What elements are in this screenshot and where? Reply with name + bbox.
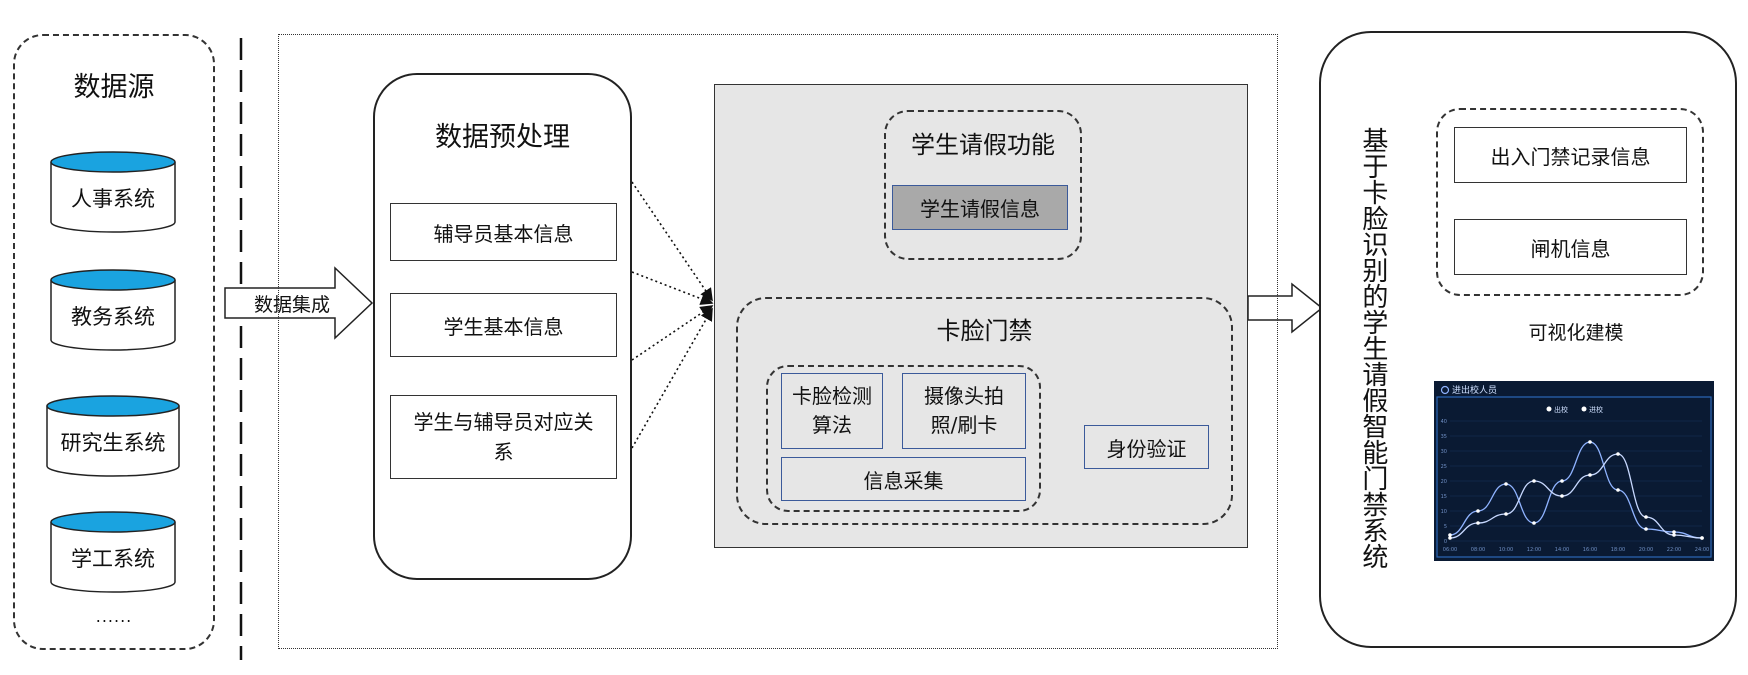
database-icon bbox=[46, 395, 180, 477]
chart-background bbox=[1434, 381, 1714, 561]
series-point bbox=[1504, 512, 1508, 516]
series-point bbox=[1448, 536, 1452, 540]
series-point bbox=[1532, 479, 1536, 483]
legend-dot-in-icon bbox=[1581, 406, 1587, 412]
x-tick-label: 12:00 bbox=[1527, 547, 1541, 553]
access-record-box: 出入门禁记录信息 bbox=[1454, 127, 1687, 183]
database-label: 教务系统 bbox=[71, 305, 155, 329]
series-point bbox=[1672, 530, 1676, 534]
dotted-arrow-1 bbox=[631, 181, 713, 302]
chart-ticks: 0 5 10 15 20 25 30 35 40 06:00 08:00 10:00 12:00 14:0… bbox=[1441, 419, 1710, 553]
legend-in: 进校 bbox=[1589, 405, 1603, 414]
y-tick-label: 30 bbox=[1441, 449, 1447, 455]
x-tick-label: 22:00 bbox=[1667, 547, 1681, 553]
series-point bbox=[1616, 452, 1620, 456]
leave-info-box: 学生请假信息 bbox=[892, 185, 1068, 230]
y-tick-label: 10 bbox=[1441, 509, 1447, 515]
y-tick-label: 40 bbox=[1441, 419, 1447, 425]
dotted-arrow-3 bbox=[631, 305, 714, 361]
function-panel bbox=[714, 84, 1248, 548]
capture-group bbox=[766, 365, 1041, 512]
system-title: 基于卡脸识别的学生请假智能门禁系统 bbox=[1357, 127, 1388, 569]
series-point bbox=[1700, 536, 1704, 540]
integration-label: 数据集成 bbox=[253, 293, 330, 316]
x-tick-label: 20:00 bbox=[1639, 547, 1653, 553]
chart-series bbox=[1448, 440, 1704, 540]
access-control-panel bbox=[736, 297, 1233, 525]
database-label: 研究生系统 bbox=[60, 431, 166, 455]
series-point bbox=[1448, 533, 1452, 537]
x-tick-label: 24:00 bbox=[1695, 547, 1709, 553]
y-tick-label: 0 bbox=[1444, 539, 1447, 545]
visual-modeling-label: 可视化建模 bbox=[1528, 321, 1624, 344]
series-point bbox=[1644, 515, 1648, 519]
database-label: 人事系统 bbox=[71, 187, 155, 211]
y-tick-label: 25 bbox=[1441, 464, 1447, 470]
student-info-box: 学生基本信息 bbox=[390, 293, 617, 357]
chart-title-dot-icon bbox=[1440, 385, 1450, 395]
database-label: 学工系统 bbox=[71, 547, 155, 571]
processing-frame bbox=[278, 34, 1278, 649]
records-panel bbox=[1436, 108, 1704, 296]
data-sources-panel bbox=[13, 34, 215, 650]
identity-verification-box: 身份验证 bbox=[1084, 425, 1209, 469]
series-point bbox=[1476, 521, 1480, 525]
series-point bbox=[1476, 509, 1480, 513]
legend-out: 出校 bbox=[1554, 405, 1568, 414]
series-line-0 bbox=[1449, 441, 1703, 539]
info-collection-box: 信息采集 bbox=[781, 457, 1026, 501]
chart-title: 进出校人员 bbox=[1452, 384, 1497, 396]
y-tick-label: 35 bbox=[1441, 434, 1447, 440]
data-sources-title: 数据源 bbox=[73, 71, 155, 103]
x-tick-label: 06:00 bbox=[1443, 547, 1457, 553]
dotted-arrow-4 bbox=[631, 307, 713, 449]
x-tick-label: 08:00 bbox=[1471, 547, 1485, 553]
series-point bbox=[1588, 440, 1592, 444]
gate-info-box: 闸机信息 bbox=[1454, 219, 1687, 275]
student-counselor-relation-box: 学生与辅导员对应关系 bbox=[390, 395, 617, 479]
series-point bbox=[1616, 488, 1620, 492]
series-point bbox=[1560, 494, 1564, 498]
x-tick-label: 14:00 bbox=[1555, 547, 1569, 553]
database-icon bbox=[50, 511, 176, 593]
counselor-info-box: 辅导员基本信息 bbox=[390, 203, 617, 261]
series-line-1 bbox=[1449, 453, 1703, 539]
face-detection-algorithm-box: 卡脸检测算法 bbox=[781, 373, 883, 449]
preprocess-title: 数据预处理 bbox=[435, 121, 570, 153]
y-tick-label: 5 bbox=[1444, 524, 1447, 530]
y-tick-label: 20 bbox=[1441, 479, 1447, 485]
dashboard-chart: 进出校人员 出校 进校 0 5 10 15 20 25 30 35 40 06:00 08:00 10… bbox=[1434, 381, 1714, 561]
camera-card-box: 摄像头拍照/刷卡 bbox=[902, 373, 1026, 449]
x-tick-label: 16:00 bbox=[1583, 547, 1597, 553]
database-graduate: 研究生系统 bbox=[45, 394, 181, 478]
y-tick-label: 15 bbox=[1441, 494, 1447, 500]
x-tick-label: 10:00 bbox=[1499, 547, 1513, 553]
database-academic: 教务系统 bbox=[49, 268, 177, 352]
system-arrow bbox=[1247, 282, 1324, 334]
leave-function-panel bbox=[884, 110, 1082, 260]
x-tick-label: 18:00 bbox=[1611, 547, 1625, 553]
dotted-arrow-2 bbox=[631, 271, 714, 305]
access-control-title: 卡脸门禁 bbox=[936, 316, 1033, 345]
series-point bbox=[1532, 521, 1536, 525]
database-student-affairs: 学工系统 bbox=[49, 510, 177, 594]
database-icon bbox=[50, 151, 176, 233]
series-point bbox=[1560, 479, 1564, 483]
chart-frame bbox=[1436, 396, 1712, 558]
series-point bbox=[1504, 482, 1508, 486]
series-point bbox=[1672, 533, 1676, 537]
series-point bbox=[1644, 527, 1648, 531]
database-hr: 人事系统 bbox=[49, 150, 177, 234]
series-point bbox=[1588, 473, 1592, 477]
more-sources-ellipsis: ...... bbox=[95, 606, 133, 626]
integration-arrow bbox=[224, 266, 374, 340]
chart-grid bbox=[1450, 420, 1702, 542]
leave-function-title: 学生请假功能 bbox=[911, 130, 1055, 159]
legend-dot-out-icon bbox=[1546, 406, 1552, 412]
database-icon bbox=[50, 269, 176, 351]
